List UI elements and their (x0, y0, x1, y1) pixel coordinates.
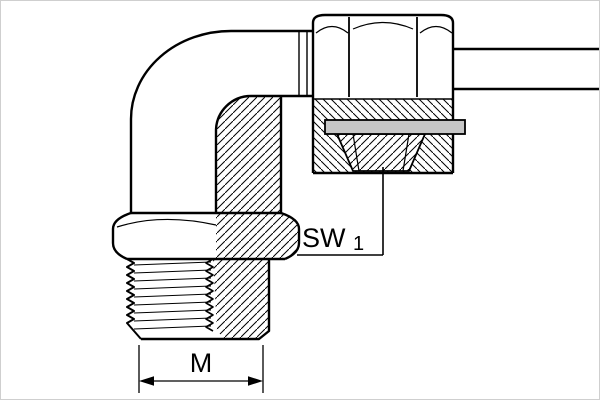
thread-crest-line (133, 285, 212, 290)
thread-crest-line (133, 309, 212, 314)
thread-crest-line (133, 269, 212, 274)
elbow-inner-contour (214, 94, 313, 213)
hex-chamfer-arc (116, 218, 217, 228)
body-section-hatch (216, 96, 281, 213)
hex-right-outline (280, 211, 301, 261)
wrench-size-prefix: SW (302, 223, 346, 253)
thread-core-profile (205, 258, 214, 332)
thread-crest-line (133, 277, 212, 282)
thread-crest-line (133, 293, 212, 298)
thread-right-outline (141, 259, 271, 341)
nut-facet-chamfer-arc (419, 25, 453, 34)
outline-group (111, 13, 599, 341)
thread-left-profile (126, 258, 142, 340)
nut-outer-outline (311, 13, 455, 99)
thread-crest-lines (133, 261, 212, 330)
wrench-size-callout: SW 1 (297, 167, 384, 256)
thread-crest-line (133, 261, 212, 266)
elbow-outer-contour (129, 29, 313, 213)
cutting-ring-wall-line (352, 133, 360, 172)
thread-crest-line (133, 301, 212, 306)
cutting-ring-hatch (337, 134, 425, 171)
dimension-arrowhead-left (139, 376, 154, 386)
thread-crest-line (133, 325, 212, 330)
highlighted-washer (324, 119, 466, 135)
thread-section-hatch (213, 259, 269, 339)
section-hatch-fills (213, 96, 453, 339)
hex-section-hatch (216, 213, 299, 259)
dimension-arrowhead-right (248, 376, 263, 386)
nut-facet-chamfer-arc (315, 25, 349, 34)
thread-crest-line (133, 317, 212, 322)
wrench-size-subscript: 1 (353, 233, 364, 255)
wrench-size-label: SW 1 (302, 223, 364, 255)
nut-facet-chamfer-arc (352, 21, 414, 30)
thread-size-label: M (190, 348, 213, 378)
hex-left-outline (111, 211, 132, 261)
cutting-ring-wall-line (402, 133, 410, 172)
thread-dimension: M (138, 345, 264, 393)
